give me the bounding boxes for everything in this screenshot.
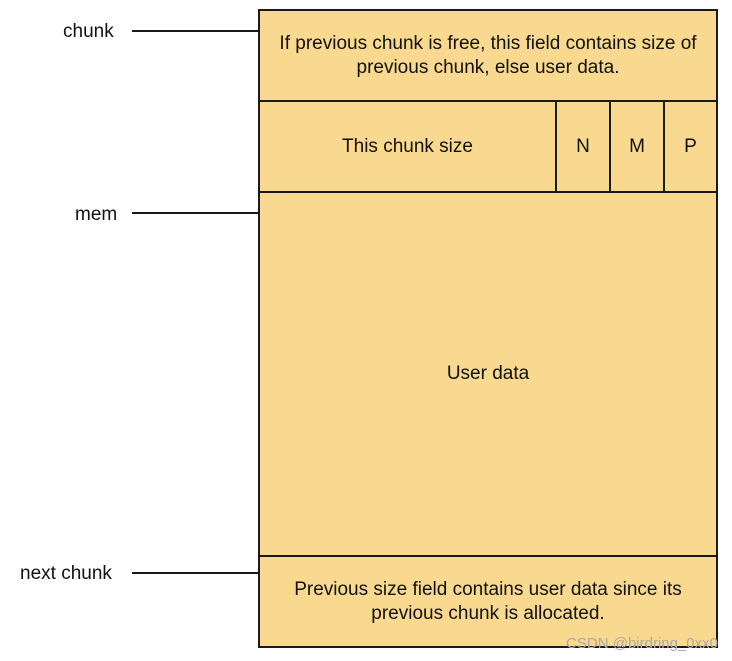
chunk-size-label: This chunk size (342, 135, 473, 157)
next-chunk-pointer-label: next chunk (20, 563, 112, 584)
mem-arrow (132, 208, 272, 218)
chunk-size-field: This chunk size (260, 102, 557, 191)
next-prev-size-text: Previous size field contains user data s… (294, 578, 682, 624)
flag-p-label: P (684, 135, 697, 157)
malloc-chunk-diagram: If previous chunk is free, this field co… (258, 9, 718, 648)
flag-n-cell: N (557, 102, 611, 191)
next-chunk-arrow (132, 568, 272, 578)
flag-m-cell: M (611, 102, 665, 191)
prev-size-text: If previous chunk is free, this field co… (279, 32, 697, 78)
chunk-size-row: This chunk size N M P (260, 102, 716, 193)
flag-p-cell: P (665, 102, 716, 191)
mem-pointer-label: mem (75, 204, 118, 225)
next-chunk-prev-size-field: Previous size field contains user data s… (260, 557, 716, 646)
chunk-pointer-label: chunk (63, 21, 114, 42)
flag-n-label: N (576, 135, 590, 157)
watermark: CSDN @birdring_0xx0 (566, 635, 718, 652)
user-data-region: User data (260, 193, 716, 557)
user-data-label: User data (446, 363, 530, 384)
flag-m-label: M (629, 135, 645, 157)
prev-size-field: If previous chunk is free, this field co… (260, 11, 716, 102)
chunk-arrow (132, 26, 272, 36)
